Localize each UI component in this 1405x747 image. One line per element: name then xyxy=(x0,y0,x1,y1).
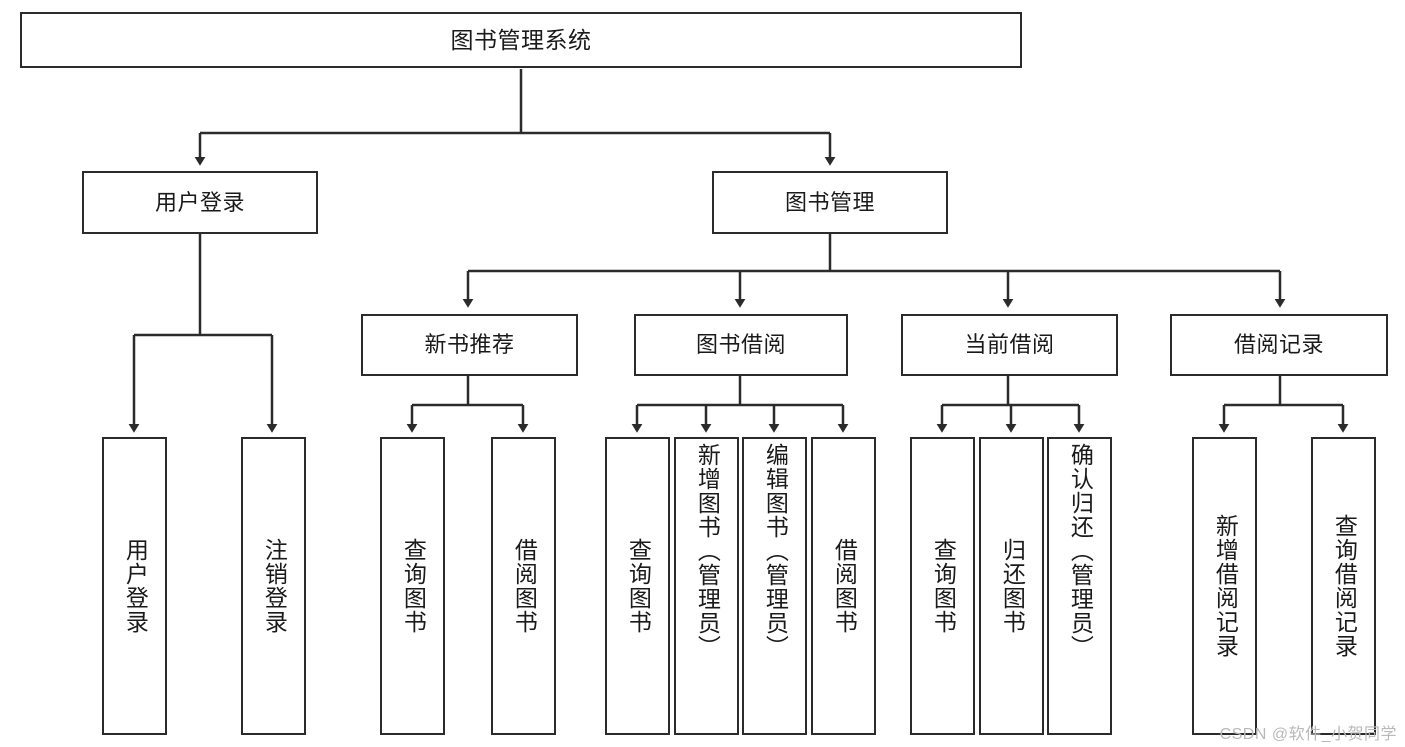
leaf-borrow-record-add-label: 新增借阅记录 xyxy=(1212,514,1239,658)
leaf-book-borrow-edit-label: 编辑图书（管理员） xyxy=(762,443,789,659)
leaf-book-borrow-borrow[interactable]: 借阅图书 xyxy=(811,437,876,735)
leaf-new-book-query[interactable]: 查询图书 xyxy=(380,437,445,735)
node-root-label: 图书管理系统 xyxy=(450,26,592,53)
leaf-current-borrow-return[interactable]: 归还图书 xyxy=(979,437,1044,735)
watermark: CSDN @软件_小贺同学 xyxy=(1219,726,1397,743)
leaf-new-book-borrow-label: 借阅图书 xyxy=(511,538,538,634)
node-current-borrow-label: 当前借阅 xyxy=(964,332,1055,357)
leaf-user-login-logout[interactable]: 注销登录 xyxy=(241,437,306,735)
leaf-book-borrow-add[interactable]: 新增图书（管理员） xyxy=(674,437,739,735)
node-book-management-label: 图书管理 xyxy=(784,189,875,215)
node-borrow-record[interactable]: 借阅记录 xyxy=(1170,314,1388,376)
leaf-book-borrow-query-label: 查询图书 xyxy=(625,538,652,634)
node-borrow-record-label: 借阅记录 xyxy=(1233,332,1324,357)
leaf-current-borrow-query[interactable]: 查询图书 xyxy=(910,437,975,735)
leaf-current-borrow-confirm[interactable]: 确认归还（管理员） xyxy=(1047,437,1112,735)
leaf-borrow-record-add[interactable]: 新增借阅记录 xyxy=(1192,437,1257,735)
leaf-current-borrow-confirm-label: 确认归还（管理员） xyxy=(1067,443,1094,659)
node-new-book-recommend[interactable]: 新书推荐 xyxy=(361,314,578,376)
node-user-login[interactable]: 用户登录 xyxy=(82,171,318,234)
leaf-current-borrow-query-label: 查询图书 xyxy=(930,538,957,634)
leaf-book-borrow-edit[interactable]: 编辑图书（管理员） xyxy=(742,437,807,735)
leaf-book-borrow-query[interactable]: 查询图书 xyxy=(605,437,670,735)
leaf-user-login-logout-label: 注销登录 xyxy=(261,538,288,634)
node-new-book-recommend-label: 新书推荐 xyxy=(424,332,515,357)
node-current-borrow[interactable]: 当前借阅 xyxy=(901,314,1118,376)
leaf-book-borrow-add-label: 新增图书（管理员） xyxy=(694,443,721,659)
leaf-book-borrow-borrow-label: 借阅图书 xyxy=(831,538,858,634)
node-book-management[interactable]: 图书管理 xyxy=(712,171,948,234)
node-user-login-label: 用户登录 xyxy=(154,189,245,215)
leaf-borrow-record-query-label: 查询借阅记录 xyxy=(1331,514,1358,658)
node-root[interactable]: 图书管理系统 xyxy=(20,12,1022,68)
leaf-current-borrow-return-label: 归还图书 xyxy=(999,538,1026,634)
leaf-user-login-login-label: 用户登录 xyxy=(122,538,149,634)
leaf-new-book-borrow[interactable]: 借阅图书 xyxy=(491,437,556,735)
node-book-borrow-label: 图书借阅 xyxy=(695,332,786,357)
leaf-borrow-record-query[interactable]: 查询借阅记录 xyxy=(1311,437,1376,735)
node-book-borrow[interactable]: 图书借阅 xyxy=(634,314,848,376)
leaf-user-login-login[interactable]: 用户登录 xyxy=(102,437,167,735)
leaf-new-book-query-label: 查询图书 xyxy=(400,538,427,634)
